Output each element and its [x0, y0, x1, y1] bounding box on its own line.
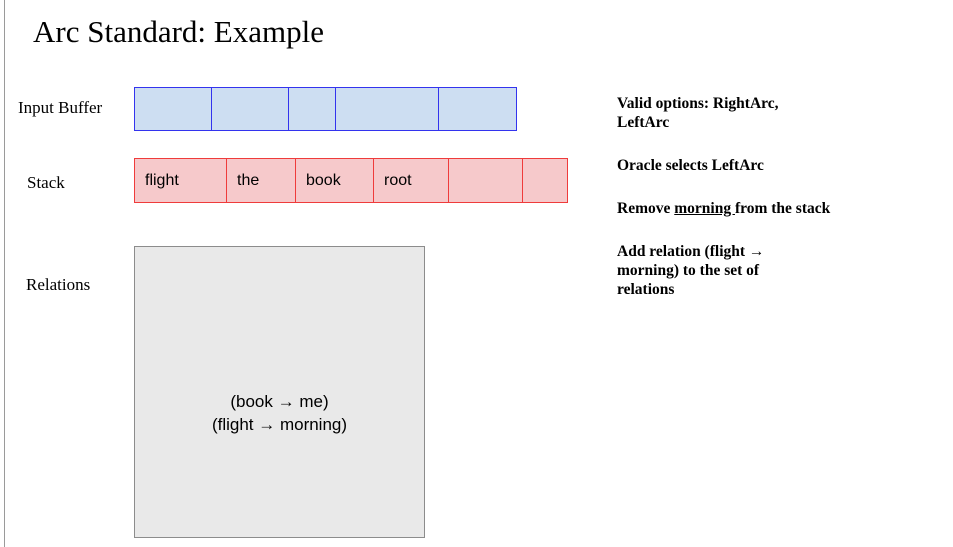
cell[interactable] [438, 87, 517, 131]
cell[interactable] [211, 87, 289, 131]
cell[interactable] [335, 87, 439, 131]
cell[interactable]: the [226, 158, 296, 203]
note-remove-prefix: Remove [617, 200, 675, 217]
cell[interactable] [134, 87, 212, 131]
cell[interactable]: root [373, 158, 449, 203]
cell[interactable]: flight [134, 158, 227, 203]
cell[interactable] [448, 158, 523, 203]
note-oracle-selects: Oracle selects LeftArc [617, 157, 764, 174]
relations-text: (book → me) (flight → morning) [211, 392, 348, 434]
note-remove-suffix: from the stack [734, 200, 831, 217]
input-buffer-label: Input Buffer [18, 98, 103, 117]
cell[interactable] [522, 158, 568, 203]
relations-box: (book → me) (flight → morning) [134, 246, 425, 538]
note-add-relation: Add relation (flight → morning) to the s… [617, 243, 765, 298]
cell[interactable]: book [295, 158, 374, 203]
input-buffer-strip [134, 87, 517, 131]
left-edge-rule [4, 0, 5, 547]
notes-panel: Valid options: RightArc, LeftArc Oracle … [617, 94, 917, 299]
note-remove-morning: Remove morning from the stack [617, 199, 917, 218]
relations-label: Relations [26, 275, 91, 294]
cell[interactable] [288, 87, 336, 131]
page-title: Arc Standard: Example [33, 14, 324, 49]
stack-label: Stack [27, 173, 65, 192]
note-remove-underlined-word: morning [674, 200, 735, 217]
note-valid-options: Valid options: RightArc, LeftArc [617, 95, 779, 131]
